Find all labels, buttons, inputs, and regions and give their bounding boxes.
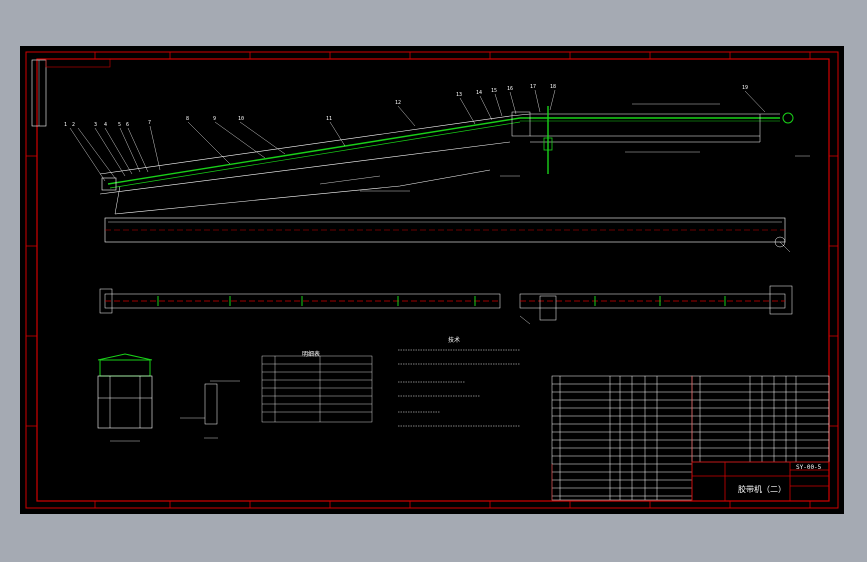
svg-text:3: 3 (94, 122, 97, 128)
cross-section-view (97, 353, 153, 442)
tail-pulley (101, 177, 117, 191)
svg-text:11: 11 (326, 116, 332, 122)
svg-text:10: 10 (238, 116, 244, 122)
svg-text:13: 13 (456, 92, 462, 98)
drawing-title: 胶带机（二） (738, 485, 786, 494)
svg-text:17: 17 (530, 84, 536, 90)
svg-text:1: 1 (64, 122, 67, 128)
svg-text:7: 7 (148, 120, 151, 126)
top-stamp (45, 58, 111, 68)
head-pulley (782, 112, 794, 124)
svg-text:16: 16 (507, 86, 513, 92)
outer-frame (25, 51, 839, 509)
svg-text:14: 14 (476, 90, 482, 96)
inner-frame (36, 58, 830, 502)
notes-title: 技术 (448, 337, 461, 344)
svg-text:18: 18 (550, 84, 556, 90)
svg-text:12: 12 (395, 100, 401, 106)
svg-text:15: 15 (491, 88, 497, 94)
svg-text:4: 4 (104, 122, 107, 128)
svg-text:9: 9 (213, 116, 216, 122)
svg-text:2: 2 (72, 122, 75, 128)
svg-text:5: 5 (118, 122, 121, 128)
zone-marks-sides (26, 155, 838, 427)
belt-incline (107, 117, 521, 185)
plan-view (99, 285, 793, 325)
zone-marks-bottom (94, 501, 811, 508)
small-table-header: 明细表 (302, 351, 321, 358)
svg-text:8: 8 (186, 116, 189, 122)
parts-table-small (261, 355, 373, 423)
svg-text:19: 19 (742, 85, 748, 91)
detail-view (180, 380, 240, 439)
svg-text:6: 6 (126, 122, 129, 128)
technical-notes (398, 349, 520, 427)
frame-section-view (104, 217, 791, 253)
drawing-number: SY-00-5 (796, 464, 822, 471)
zone-marks-top (94, 52, 811, 59)
bill-of-materials (551, 375, 830, 501)
